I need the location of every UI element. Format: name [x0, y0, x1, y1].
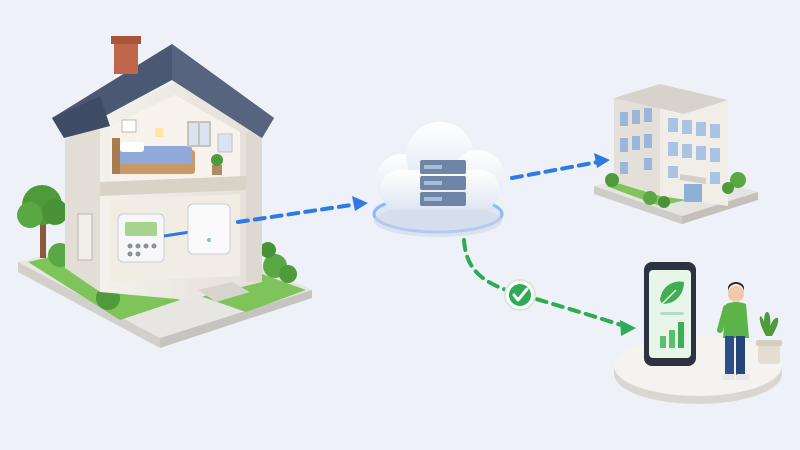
arrowhead — [352, 196, 368, 211]
server-stack-icon — [420, 160, 466, 206]
arrowhead — [620, 320, 636, 336]
smart-meter-icon — [117, 213, 165, 263]
flow-house-to-cloud — [236, 196, 368, 224]
window — [187, 121, 211, 147]
person-shirt — [723, 302, 749, 338]
front-path — [198, 282, 250, 302]
potted-plant-icon — [756, 311, 782, 364]
person-icon — [717, 282, 749, 380]
smartphone-icon — [644, 262, 696, 366]
person-pants — [725, 336, 734, 376]
wall-picture — [121, 119, 137, 133]
tree-icon — [17, 185, 68, 258]
house-side-wall — [65, 118, 100, 292]
bar-chart-icon — [660, 322, 684, 348]
lamp-icon — [155, 128, 163, 137]
house-icon — [17, 36, 312, 348]
mobile-app-scene — [614, 262, 782, 404]
potted-plant-icon — [211, 154, 223, 175]
gateway-hub-icon — [187, 203, 231, 255]
entrance-canopy — [680, 174, 706, 184]
entrance-door — [684, 184, 702, 202]
flow-cloud-to-mobile — [462, 238, 636, 336]
roof — [52, 44, 274, 138]
chimney — [111, 36, 141, 74]
cloud-icon — [372, 122, 504, 237]
office-building-icon — [594, 84, 758, 224]
arrowhead — [594, 153, 610, 168]
leaf-icon — [660, 281, 684, 305]
flow-cloud-to-office — [510, 153, 610, 180]
bed-icon — [112, 138, 195, 174]
checkmark-icon — [504, 279, 536, 311]
door — [77, 213, 93, 261]
meter-display — [125, 222, 157, 236]
floor-slab — [100, 176, 246, 196]
meter-cable — [163, 230, 191, 238]
